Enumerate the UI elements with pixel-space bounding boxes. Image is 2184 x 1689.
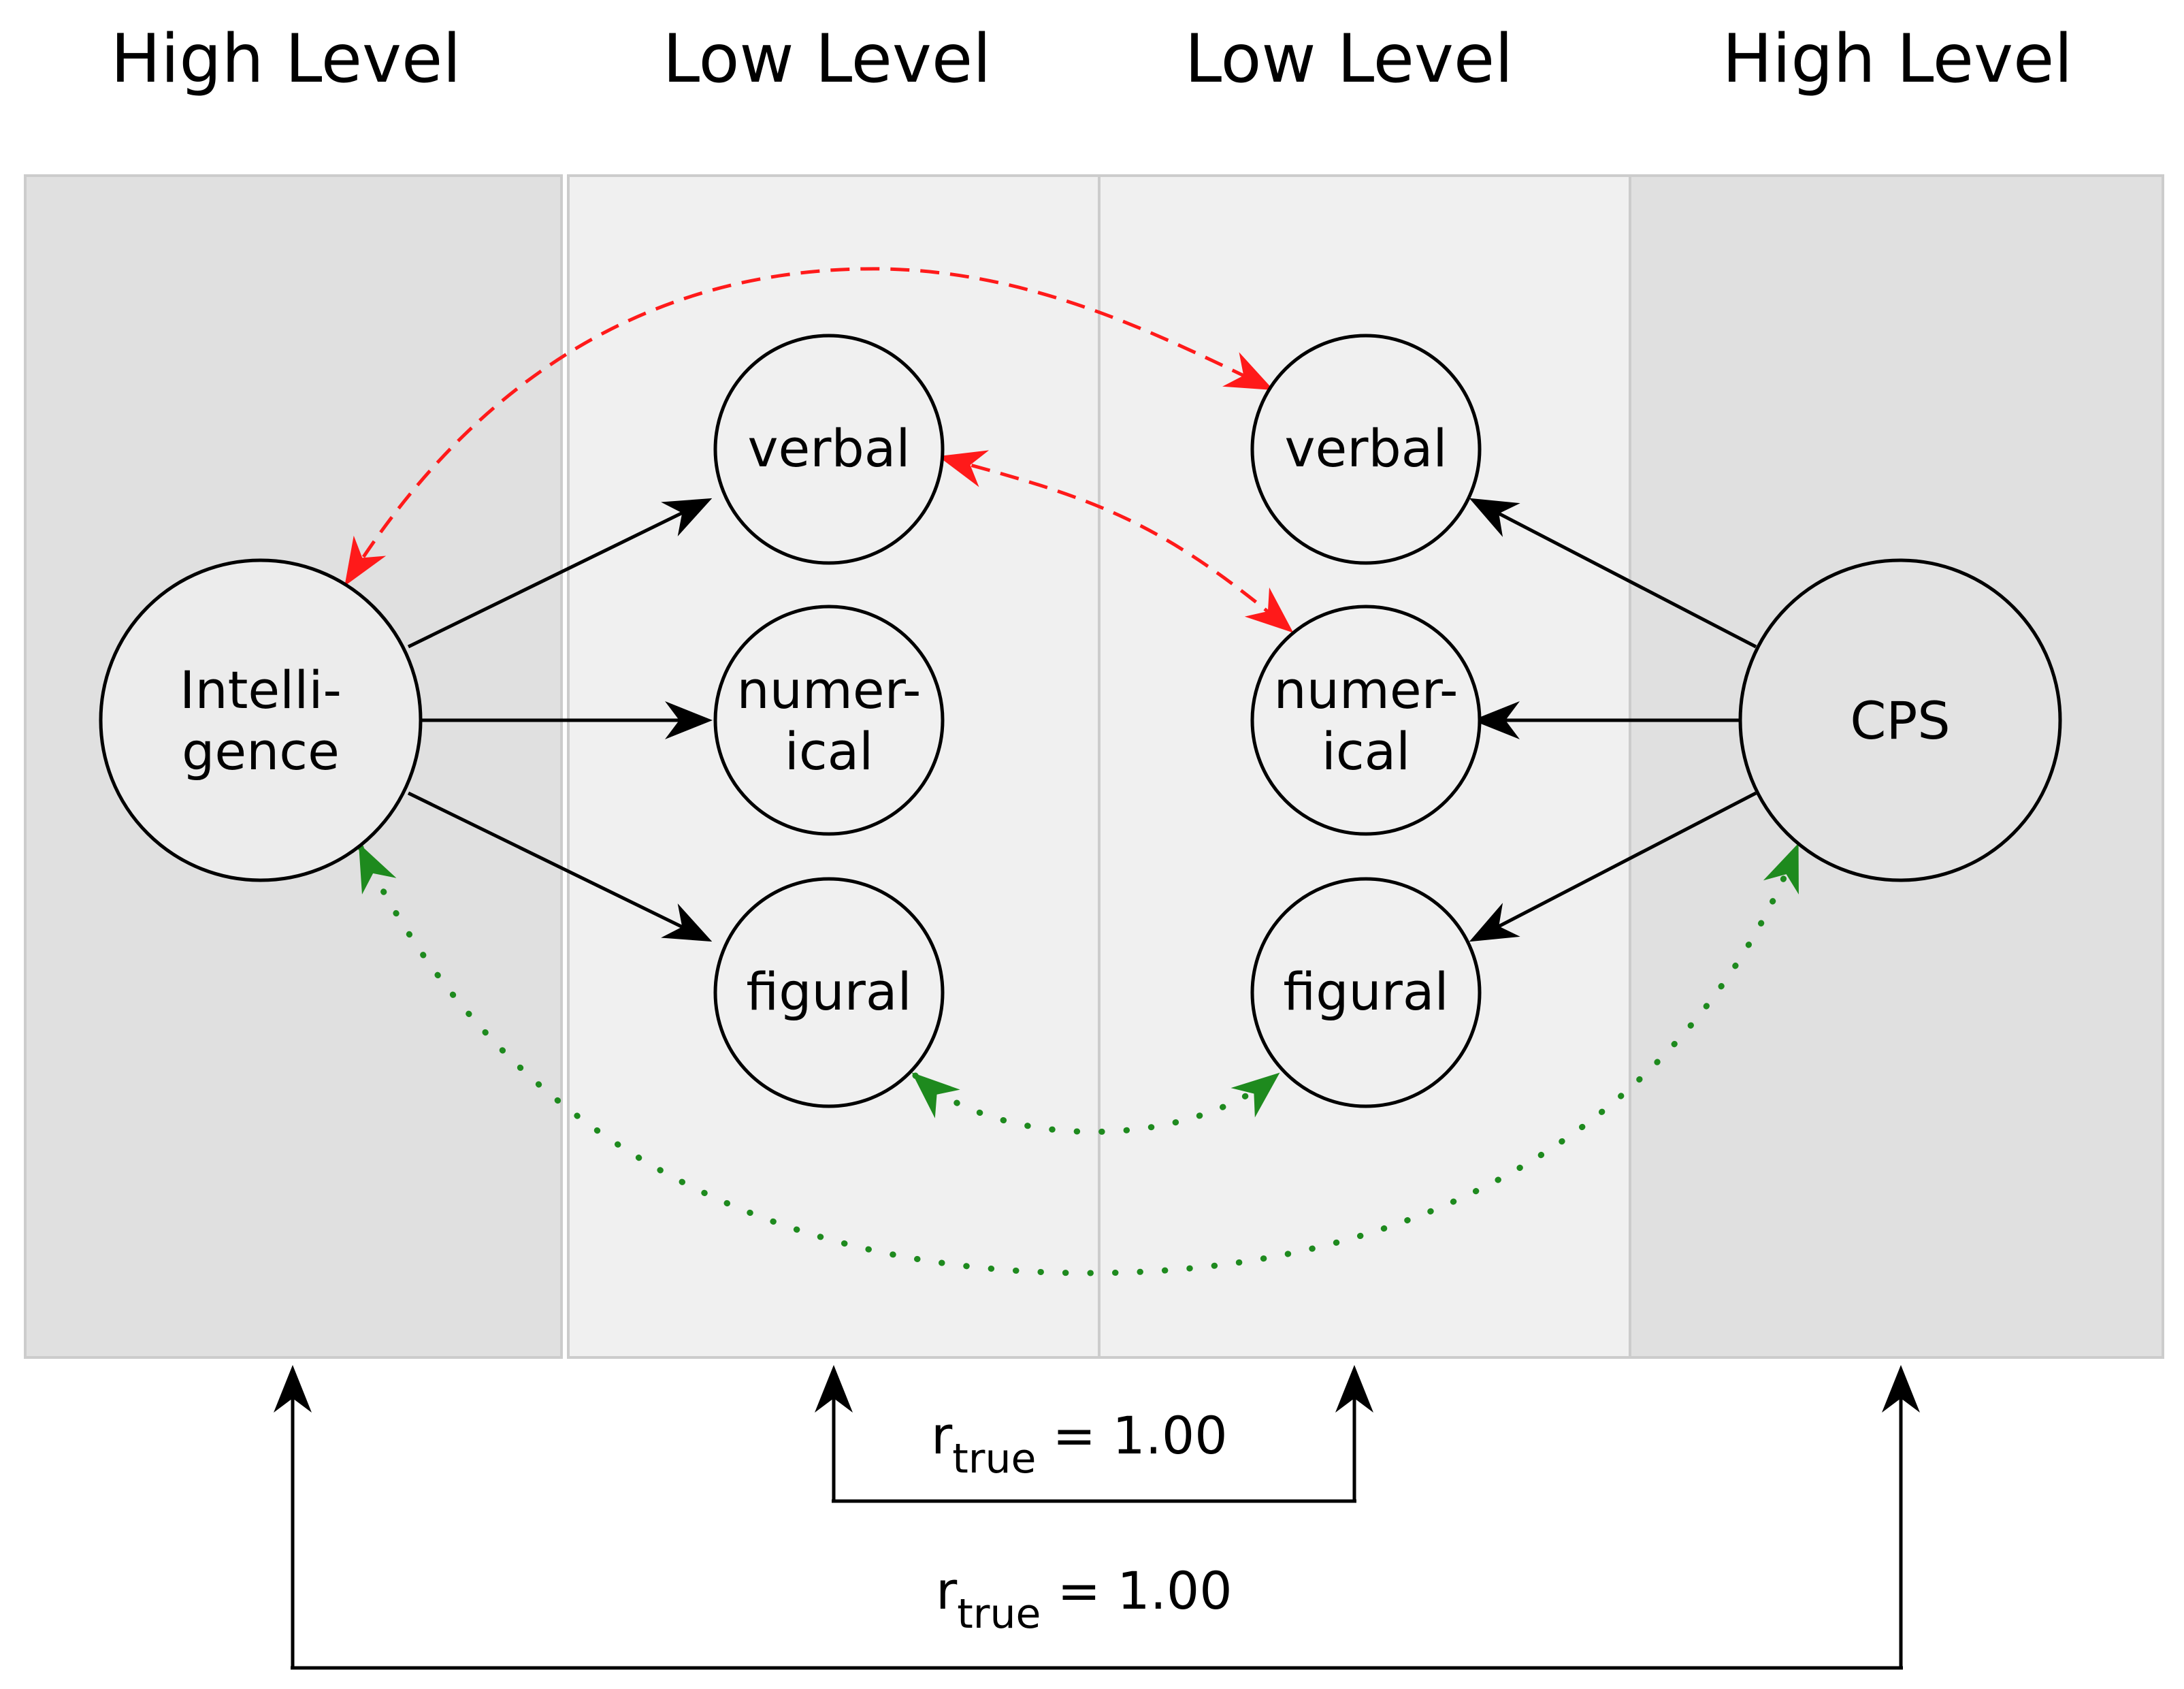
node-right-figural: figural	[1250, 877, 1482, 1108]
node-left-verbal: verbal	[713, 334, 945, 565]
node-intelligence-label-line2: gence	[182, 721, 340, 782]
bracket-high-level	[274, 1365, 1920, 1670]
correlation-low-level: rtrue = 1.00	[931, 1405, 1228, 1483]
node-left-verbal-label: verbal	[748, 418, 911, 479]
correlation-high-subscript: true	[957, 1590, 1041, 1638]
node-cps-label: CPS	[1850, 690, 1950, 751]
node-left-figural-label: figural	[746, 961, 911, 1022]
node-right-figural-label: figural	[1283, 961, 1448, 1022]
correlation-high-r: r	[936, 1560, 958, 1621]
correlation-high-level: rtrue = 1.00	[936, 1560, 1233, 1638]
correlation-low-equals: =	[1036, 1405, 1112, 1466]
bracket-low-level	[815, 1365, 1373, 1503]
node-right-verbal: verbal	[1250, 334, 1482, 565]
correlation-high-value: 1.00	[1117, 1560, 1232, 1621]
node-right-numerical-label-line1: numer-	[1274, 660, 1458, 720]
correlation-low-subscript: true	[952, 1435, 1036, 1483]
node-cps: CPS	[1738, 558, 2062, 882]
red-dashed-arrow-left-verbal-right-numerical	[938, 450, 1294, 633]
header-right-low-level: Low Level	[1185, 20, 1514, 98]
node-left-numerical-label-line2: ical	[785, 721, 874, 782]
correlation-low-r: r	[931, 1405, 953, 1466]
red-dashed-arrow-intelligence-right-verbal	[344, 267, 1274, 586]
correlation-high-equals: =	[1041, 1560, 1117, 1621]
node-right-numerical: numer- ical	[1250, 605, 1482, 836]
node-left-numerical: numer- ical	[713, 605, 945, 836]
node-right-verbal-label: verbal	[1285, 418, 1448, 479]
loading-arrow-cps-verbal	[1469, 498, 1757, 649]
node-right-numerical-label-line2: ical	[1322, 721, 1411, 782]
correlation-low-value: 1.00	[1112, 1405, 1227, 1466]
green-dotted-arrow-intelligence-cps	[357, 843, 1800, 1276]
node-intelligence: Intelli- gence	[99, 558, 423, 882]
header-right-high-level: High Level	[1722, 20, 2072, 98]
node-left-numerical-label-line1: numer-	[737, 660, 922, 720]
header-left-low-level: Low Level	[663, 20, 992, 98]
header-left-high-level: High Level	[110, 20, 461, 98]
node-intelligence-label-line1: Intelli-	[180, 660, 342, 720]
green-dotted-arrow-left-figural-right-figural	[911, 1072, 1280, 1135]
node-left-figural: figural	[713, 877, 945, 1108]
